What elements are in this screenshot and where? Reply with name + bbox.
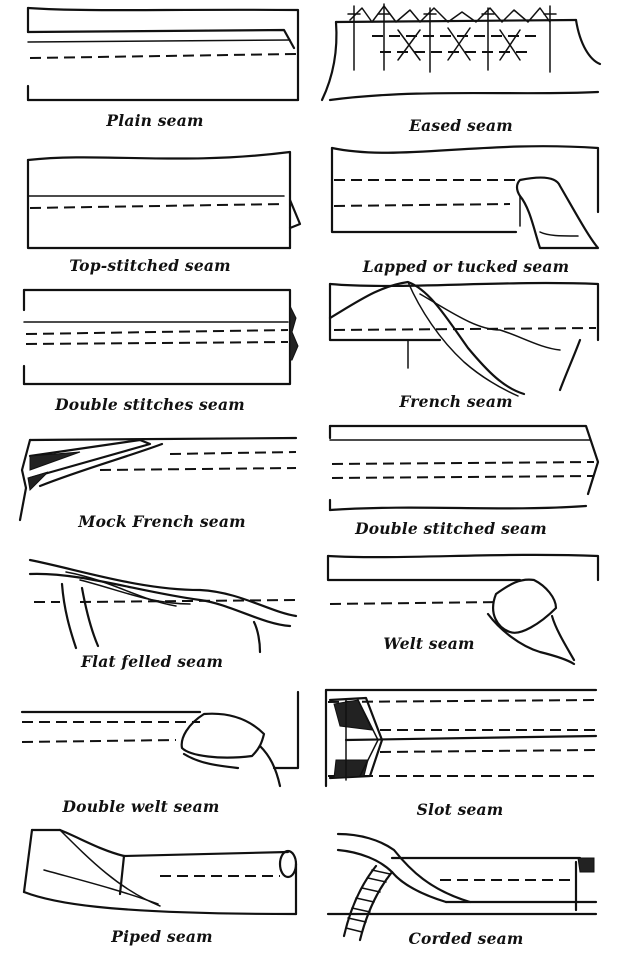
caption-double-stitched-seam: Double stitched seam (355, 519, 547, 538)
plain-seam-diagram (26, 6, 300, 102)
caption-lapped-seam: Lapped or tucked seam (362, 257, 570, 276)
caption-piped-seam: Piped seam (111, 927, 213, 946)
flat-felled-seam-diagram (28, 558, 298, 654)
caption-corded-seam: Corded seam (408, 929, 524, 948)
top-stitched-seam-diagram (26, 150, 302, 250)
caption-slot-seam: Slot seam (416, 800, 504, 819)
double-stitched-seam-diagram (328, 424, 600, 512)
caption-eased-seam: Eased seam (409, 116, 513, 135)
caption-mock-french-seam: Mock French seam (78, 512, 246, 531)
caption-top-stitched-seam: Top-stitched seam (69, 256, 231, 275)
double-welt-seam-diagram (20, 690, 300, 788)
lapped-seam-diagram (330, 145, 600, 250)
caption-flat-felled-seam: Flat felled seam (80, 652, 224, 671)
caption-double-welt-seam: Double welt seam (62, 797, 220, 816)
corded-seam-diagram (326, 832, 598, 942)
caption-plain-seam: Plain seam (106, 111, 204, 130)
caption-double-stitches-seam: Double stitches seam (55, 395, 245, 414)
french-seam-diagram (328, 280, 600, 397)
caption-french-seam: French seam (399, 392, 513, 411)
mock-french-seam-diagram (18, 436, 298, 522)
piped-seam-diagram (22, 828, 298, 916)
double-stitches-seam-diagram (22, 288, 299, 386)
caption-welt-seam: Welt seam (383, 634, 475, 653)
eased-seam-diagram (320, 3, 602, 102)
welt-seam-diagram (326, 553, 600, 666)
slot-seam-diagram (324, 688, 598, 788)
